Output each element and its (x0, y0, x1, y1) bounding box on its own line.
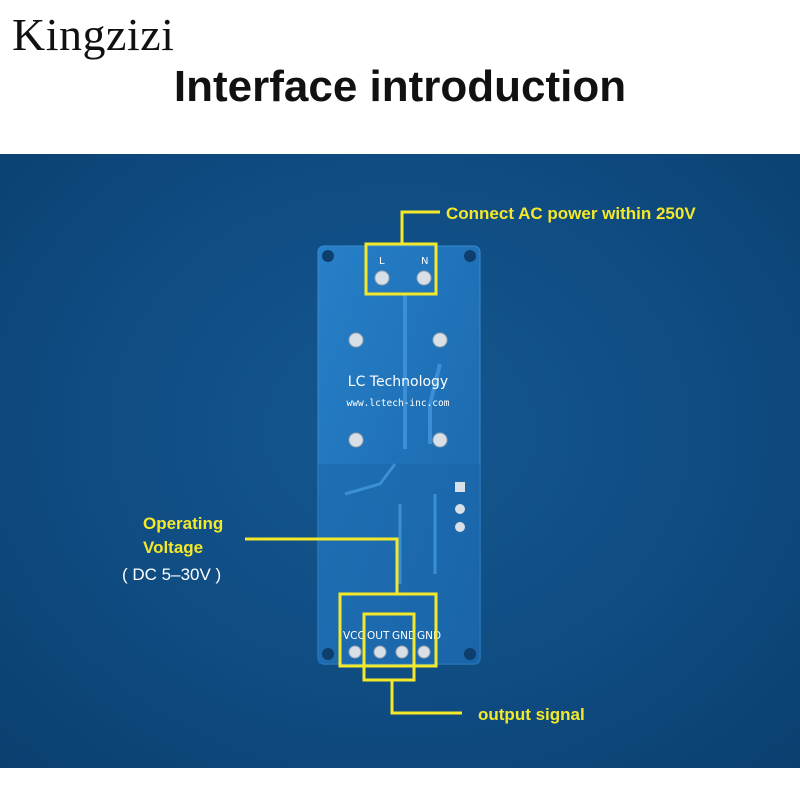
mount-hole (322, 648, 334, 660)
mount-hole (464, 648, 476, 660)
terminal-N-label: N (421, 256, 428, 267)
page-title: Interface introduction (173, 62, 627, 111)
ac-leader-line (400, 210, 440, 244)
operating-callout-line2: Voltage (143, 538, 203, 557)
pin-label-out: OUT (367, 630, 390, 642)
pin-gnd (395, 645, 409, 659)
pin-vcc (348, 645, 362, 659)
power-pins-highlight (338, 592, 438, 668)
pin-label-vcc: VCC (343, 630, 365, 642)
pin-label-gnd: GND (392, 630, 416, 642)
mount-hole (322, 250, 334, 262)
pin-out (373, 645, 387, 659)
terminal-L-pad (374, 270, 390, 286)
board-brand-text: LC Technology (348, 374, 448, 390)
mount-hole (464, 250, 476, 262)
output-callout: output signal (478, 705, 585, 724)
solder-pad (348, 332, 364, 348)
solder-pad (348, 432, 364, 448)
board-url-text: www.lctech-inc.com (347, 398, 450, 409)
operating-callout-line1: Operating (143, 514, 223, 533)
solder-pad (432, 432, 448, 448)
product-photo: L N LC Technology www.lctech-inc.com VCC… (0, 154, 800, 768)
component-pad (455, 504, 465, 514)
solder-pad (432, 332, 448, 348)
terminal-N-pad (416, 270, 432, 286)
pin-header (348, 645, 431, 659)
component-pad (455, 482, 465, 492)
ac-power-callout: Connect AC power within 250V (446, 204, 696, 223)
component-pad (455, 522, 465, 532)
operating-leader-line (245, 537, 399, 594)
terminal-L-label: L (379, 256, 385, 267)
brand-logo: Kingzizi (12, 9, 175, 60)
output-leader-line (390, 680, 462, 715)
pcb-trace (344, 463, 397, 496)
pcb-trace (428, 363, 442, 444)
relay-board-diagram: L N LC Technology www.lctech-inc.com VCC… (122, 204, 696, 724)
output-pin-highlight (362, 612, 416, 682)
pin-gnd2 (417, 645, 431, 659)
operating-range-text: ( DC 5–30V ) (122, 565, 221, 584)
